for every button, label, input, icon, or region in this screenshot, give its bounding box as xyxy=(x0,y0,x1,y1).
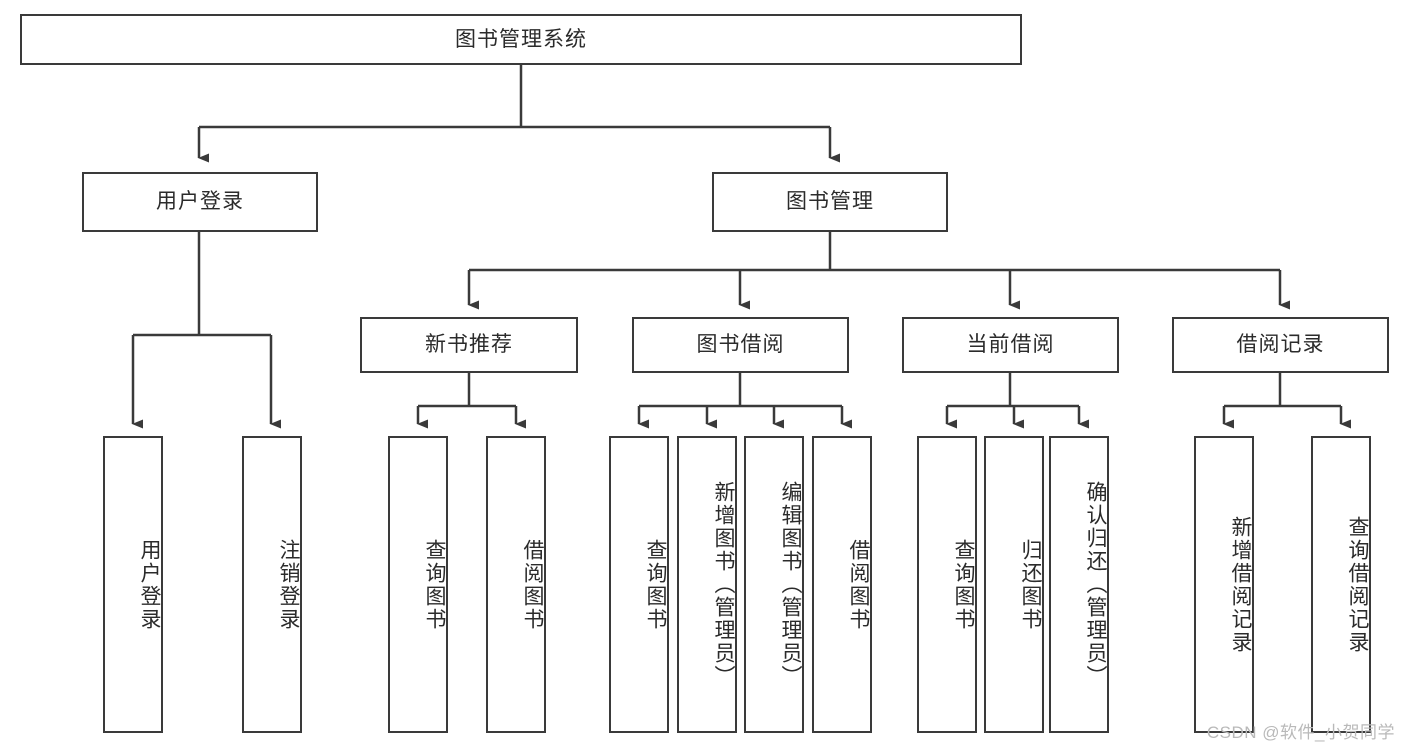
node-label: 编辑图书（管理员） xyxy=(779,481,802,688)
node-label: 当前借阅 xyxy=(966,333,1055,357)
node-label: 图书借阅 xyxy=(696,333,785,357)
node-user-login[interactable]: 用户登录 xyxy=(82,172,318,232)
node-label: 查询图书 xyxy=(952,538,975,631)
leaf-confirm-return-admin[interactable]: 确认归还（管理员） xyxy=(1049,436,1109,733)
leaf-query-book-borrow[interactable]: 查询图书 xyxy=(609,436,669,733)
node-label: 新增图书（管理员） xyxy=(712,481,735,688)
leaf-borrow-book-new[interactable]: 借阅图书 xyxy=(486,436,546,733)
node-label: 归还图书 xyxy=(1019,538,1042,631)
leaf-query-book-new[interactable]: 查询图书 xyxy=(388,436,448,733)
node-new-book-recommend[interactable]: 新书推荐 xyxy=(360,317,578,373)
node-label: 注销登录 xyxy=(277,538,300,631)
leaf-edit-book-admin[interactable]: 编辑图书（管理员） xyxy=(744,436,804,733)
leaf-query-borrow-record[interactable]: 查询借阅记录 xyxy=(1311,436,1371,733)
leaf-query-book-current[interactable]: 查询图书 xyxy=(917,436,977,733)
watermark: CSDN @软件_小贺同学 xyxy=(1206,723,1395,742)
node-label: 用户登录 xyxy=(156,190,244,214)
leaf-borrow-book[interactable]: 借阅图书 xyxy=(812,436,872,733)
node-label: 查询图书 xyxy=(644,538,667,631)
node-root-system[interactable]: 图书管理系统 xyxy=(20,14,1022,65)
leaf-user-login[interactable]: 用户登录 xyxy=(103,436,163,733)
leaf-logout-login[interactable]: 注销登录 xyxy=(242,436,302,733)
node-borrow-records[interactable]: 借阅记录 xyxy=(1172,317,1389,373)
node-current-borrow[interactable]: 当前借阅 xyxy=(902,317,1119,373)
leaf-add-book-admin[interactable]: 新增图书（管理员） xyxy=(677,436,737,733)
node-label: 借阅记录 xyxy=(1236,333,1325,357)
leaf-return-book[interactable]: 归还图书 xyxy=(984,436,1044,733)
node-book-borrow[interactable]: 图书借阅 xyxy=(632,317,849,373)
node-label: 借阅图书 xyxy=(847,538,870,631)
node-label: 查询借阅记录 xyxy=(1346,515,1369,654)
leaf-add-borrow-record[interactable]: 新增借阅记录 xyxy=(1194,436,1254,733)
node-label: 图书管理系统 xyxy=(455,27,587,51)
node-label: 新书推荐 xyxy=(425,333,513,357)
node-label: 用户登录 xyxy=(138,538,161,631)
node-label: 确认归还（管理员） xyxy=(1084,481,1107,688)
node-label: 查询图书 xyxy=(423,538,446,631)
node-label: 新增借阅记录 xyxy=(1229,515,1252,654)
node-book-management[interactable]: 图书管理 xyxy=(712,172,948,232)
node-label: 借阅图书 xyxy=(521,538,544,631)
node-label: 图书管理 xyxy=(786,190,874,214)
